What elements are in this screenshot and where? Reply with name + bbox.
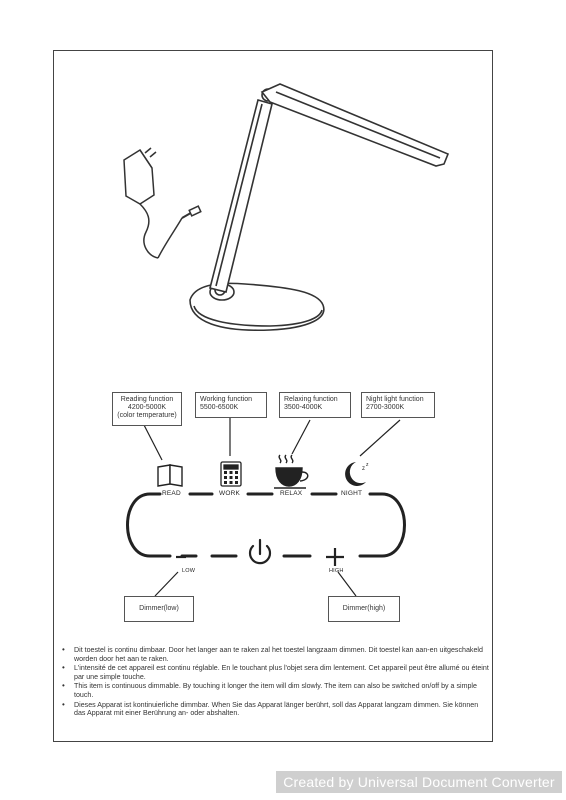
- watermark: Created by Universal Document Converter: [276, 771, 562, 793]
- plus-icon[interactable]: [326, 548, 344, 566]
- book-icon: [157, 464, 183, 487]
- lamp-arm: [209, 83, 450, 293]
- callout-reading: Reading function 4200-5000K (color tempe…: [112, 392, 182, 426]
- callout-dimmer-high: Dimmer(high): [328, 596, 400, 622]
- page-frame: [53, 50, 493, 742]
- mode-label-read: READ: [162, 490, 181, 497]
- svg-text:z: z: [362, 466, 365, 472]
- callout-night-range: 2700-3000K: [366, 404, 405, 411]
- callout-working: Working function 5500-6500K: [195, 392, 267, 418]
- power-icon[interactable]: [248, 538, 272, 565]
- mode-label-night: NIGHT: [341, 490, 363, 497]
- calculator-icon: [220, 461, 242, 487]
- callout-night-title: Night light function: [366, 396, 424, 403]
- mode-label-work: WORK: [219, 490, 241, 497]
- callout-working-title: Working function: [200, 396, 253, 403]
- dimmer-label-low: LOW: [182, 568, 196, 574]
- instruction-de: Dieses Apparat ist kontinuierliche dimmb…: [60, 701, 490, 718]
- callout-relaxing-title: Relaxing function: [284, 396, 338, 403]
- callout-dimmer-low: Dimmer(low): [124, 596, 194, 622]
- callout-working-range: 5500-6500K: [200, 404, 239, 411]
- callout-relaxing: Relaxing function 3500-4000K: [279, 392, 351, 418]
- teacup-icon: [274, 454, 309, 489]
- callout-reading-note: (color temperature): [117, 412, 177, 419]
- power-adapter-icon: [123, 147, 202, 259]
- lamp-base: [189, 282, 325, 332]
- callout-night: Night light function 2700-3000K: [361, 392, 435, 418]
- svg-text:z: z: [366, 462, 369, 468]
- mode-label-relax: RELAX: [280, 490, 303, 497]
- instruction-nl: Dit toestel is continu dimbaar. Door het…: [60, 646, 490, 663]
- instruction-en: This item is continuous dimmable. By tou…: [60, 682, 490, 699]
- callout-reading-range: 4200-5000K: [127, 404, 167, 411]
- moon-icon: z z: [345, 462, 369, 486]
- instruction-fr: L'intensité de cet appareil est continu …: [60, 664, 490, 681]
- callout-relaxing-range: 3500-4000K: [284, 404, 323, 411]
- dimmer-label-high: HIGH: [329, 568, 344, 574]
- instruction-list: Dit toestel is continu dimbaar. Door het…: [60, 646, 490, 719]
- control-panel: [126, 492, 406, 558]
- callout-reading-title: Reading function: [120, 396, 174, 403]
